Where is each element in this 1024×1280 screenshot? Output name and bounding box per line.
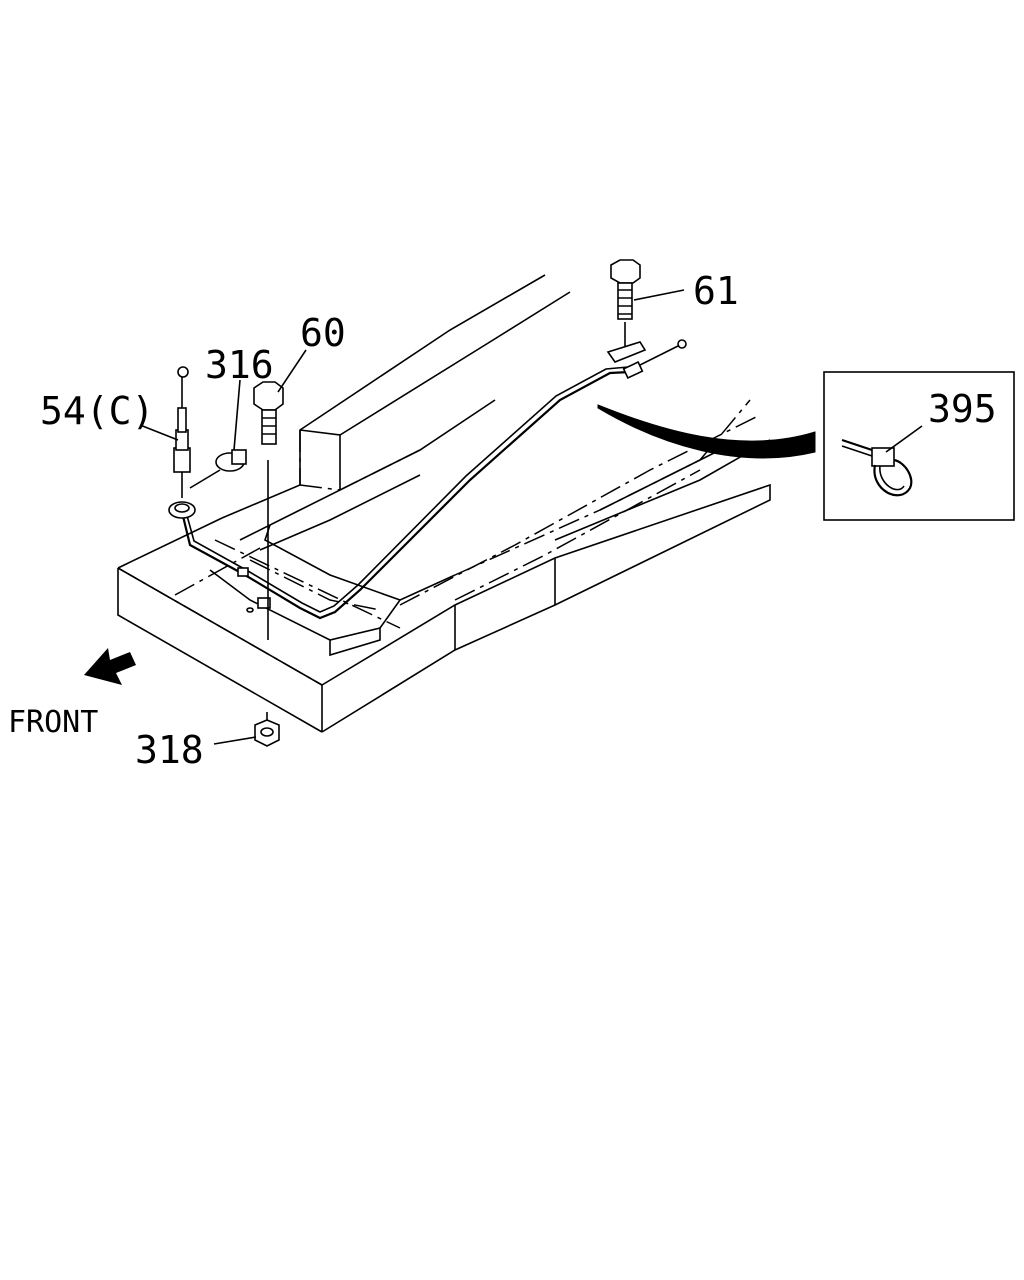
nut-318 bbox=[254, 712, 280, 747]
callout-54c: 54(C) bbox=[40, 389, 154, 433]
callout-395: 395 bbox=[928, 387, 997, 431]
callout-318: 318 bbox=[135, 728, 204, 772]
front-arrow-icon bbox=[84, 648, 136, 685]
callout-61: 61 bbox=[693, 269, 739, 313]
leader-lines bbox=[139, 289, 923, 745]
cable-assembly bbox=[168, 339, 687, 620]
inset-box-395 bbox=[823, 371, 1015, 521]
frame-structure bbox=[117, 274, 771, 733]
front-label: FRONT bbox=[8, 705, 98, 740]
detail-leader bbox=[597, 404, 816, 459]
clip-316 bbox=[189, 449, 247, 489]
callout-60: 60 bbox=[300, 311, 346, 355]
bolt-60 bbox=[253, 381, 284, 640]
bolt-61 bbox=[606, 259, 647, 363]
callout-316: 316 bbox=[205, 343, 274, 387]
